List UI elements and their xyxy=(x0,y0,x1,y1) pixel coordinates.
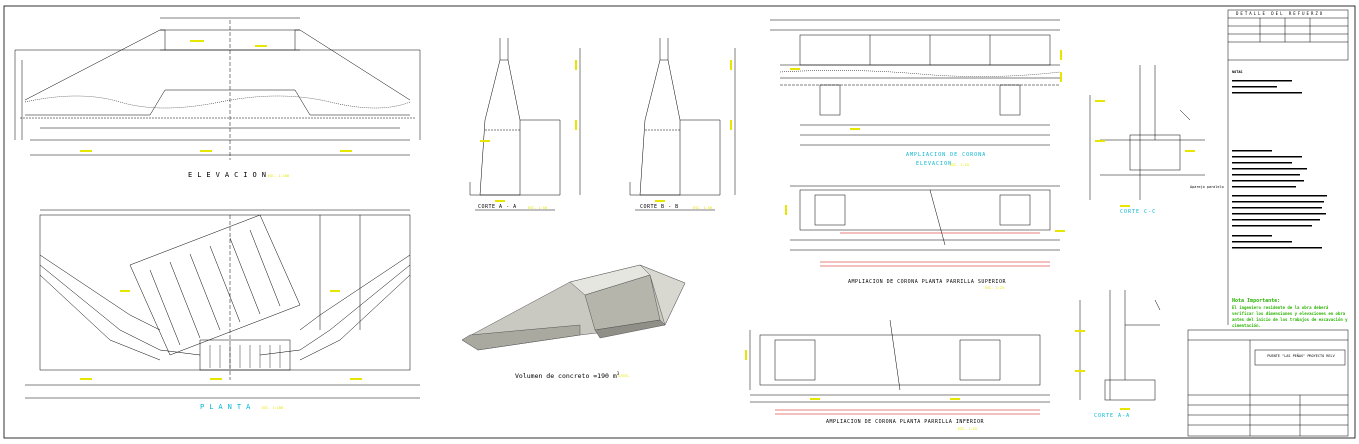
crown-elevation-detail xyxy=(770,19,1061,146)
crown-plan-upper xyxy=(790,185,1060,251)
section-cc-title: CORTE C-C xyxy=(1120,209,1157,215)
crown-plan-lower-redlines xyxy=(775,409,1040,415)
plan-view xyxy=(25,209,420,399)
section-cc xyxy=(1089,65,1205,200)
sheet-border xyxy=(3,5,1356,439)
elevation-scale: ESC. 1:100 xyxy=(268,174,290,178)
crown-plan-upper-redlines xyxy=(820,232,1050,267)
section-bb xyxy=(629,38,736,211)
crown-lower-scale: ESC. 1:25 xyxy=(958,427,977,431)
plan-title: PLANTA xyxy=(200,403,256,411)
section-aa-dims xyxy=(480,60,577,202)
section-aa-small-title: CORTE A-A xyxy=(1094,413,1131,419)
crown-plan-lower xyxy=(749,319,1050,403)
elevation-dims xyxy=(80,40,352,152)
crown-elevation-scale: ESC. 1:25 xyxy=(950,163,969,167)
plan-scale: ESC. 1:100 xyxy=(262,406,284,410)
crown-plan-lower-dims xyxy=(745,350,960,400)
volume-scale: S/ESC. xyxy=(618,374,631,378)
important-note-title: Nota Importante: xyxy=(1232,298,1281,304)
section-bb-title: CORTE B - B xyxy=(640,204,679,210)
section-aa-title: CORTE A - A xyxy=(478,204,517,210)
concrete-volume: Volumen de concreto =190 m3 xyxy=(515,371,620,381)
parallel-label: Aparejo paralelo xyxy=(1190,185,1224,189)
crown-upper-title: AMPLIACION DE CORONA PLANTA PARRILLA SUP… xyxy=(848,279,1006,285)
notes-title: NOTAS xyxy=(1232,70,1243,74)
crown-lower-title: AMPLIACION DE CORONA PLANTA PARRILLA INF… xyxy=(826,419,984,425)
title-block xyxy=(1187,329,1349,437)
section-bb-scale: ESC. 1:50 xyxy=(693,206,712,210)
notes-text-lines xyxy=(1232,80,1327,249)
rebar-detail-title: DETALLE DEL REFUERZO xyxy=(1236,11,1325,16)
project-title: PUENTE "LAS PEÑAS" PROYECTO RELV xyxy=(1267,354,1335,358)
section-bb-dims xyxy=(655,60,732,202)
crown-plan-upper-dims xyxy=(785,205,1065,232)
crown-elevation-dims xyxy=(790,50,1062,130)
crown-detail-title: AMPLIACION DE CORONA xyxy=(906,152,987,158)
crown-elevation-title: ELEVACION xyxy=(916,161,953,167)
section-cc-dims xyxy=(1095,100,1195,207)
section-aa-scale: ESC. 1:50 xyxy=(528,206,547,210)
important-note-body: El ingeniero residente de la obra deberá… xyxy=(1232,305,1348,328)
section-aa-small-dims xyxy=(1075,330,1130,410)
section-aa xyxy=(469,38,581,211)
section-aa-small xyxy=(1079,290,1161,401)
crown-upper-scale: ESC. 1:25 xyxy=(985,286,1004,290)
elevation-view xyxy=(14,17,421,160)
notes-panel xyxy=(1227,9,1349,325)
plan-dims xyxy=(80,290,362,380)
plan-grid-marks xyxy=(209,345,281,368)
isometric-3d-view xyxy=(461,264,686,351)
elevation-title: ELEVACION xyxy=(188,171,271,179)
